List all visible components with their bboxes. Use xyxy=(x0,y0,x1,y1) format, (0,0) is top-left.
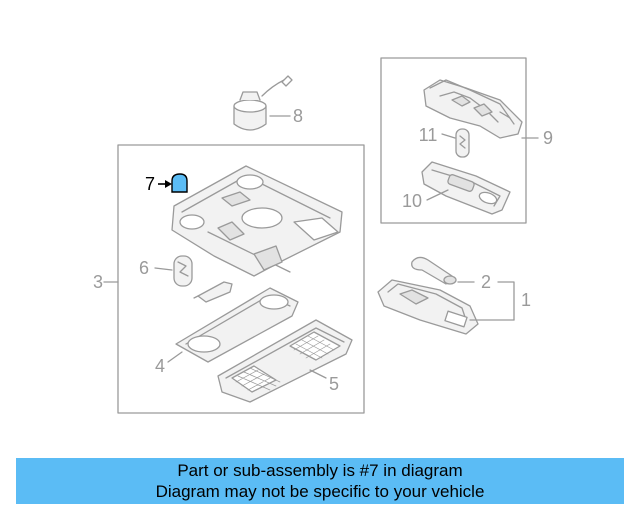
callout-2: 2 xyxy=(481,272,491,292)
callout-4: 4 xyxy=(155,356,165,376)
callout-7: 7 xyxy=(145,174,155,194)
callout-5: 5 xyxy=(329,374,339,394)
part-3-console-housing xyxy=(171,165,343,277)
callout-bracket-1-2 xyxy=(497,281,515,321)
callout-10: 10 xyxy=(402,191,422,211)
part-6-bulb xyxy=(154,255,193,287)
callout-9: 9 xyxy=(543,128,553,148)
callout-6: 6 xyxy=(139,258,149,278)
parts-diagram: 1 2 3 4 5 6 7 8 9 10 11 xyxy=(93,57,553,414)
part-9-console-lamp xyxy=(423,79,539,139)
part-1-dome-lamp xyxy=(377,279,515,335)
callout-3: 3 xyxy=(93,272,103,292)
info-banner: Part or sub-assembly is #7 in diagram Di… xyxy=(16,458,624,504)
part-11-bulb xyxy=(441,128,470,158)
part-bulb-small xyxy=(193,281,233,303)
callout-11: 11 xyxy=(419,125,438,145)
part-7-highlighted xyxy=(158,173,188,193)
part-8-bulb-socket xyxy=(233,75,293,131)
callout-1: 1 xyxy=(521,290,531,310)
part-5-grille-panel xyxy=(217,319,353,403)
banner-line-1: Part or sub-assembly is #7 in diagram xyxy=(177,461,463,480)
part-2-bulb xyxy=(411,256,475,285)
banner-line-2: Diagram may not be specific to your vehi… xyxy=(155,482,485,501)
part-10-lens xyxy=(421,161,511,215)
part-4-lens xyxy=(167,287,299,363)
callout-8: 8 xyxy=(293,106,303,126)
